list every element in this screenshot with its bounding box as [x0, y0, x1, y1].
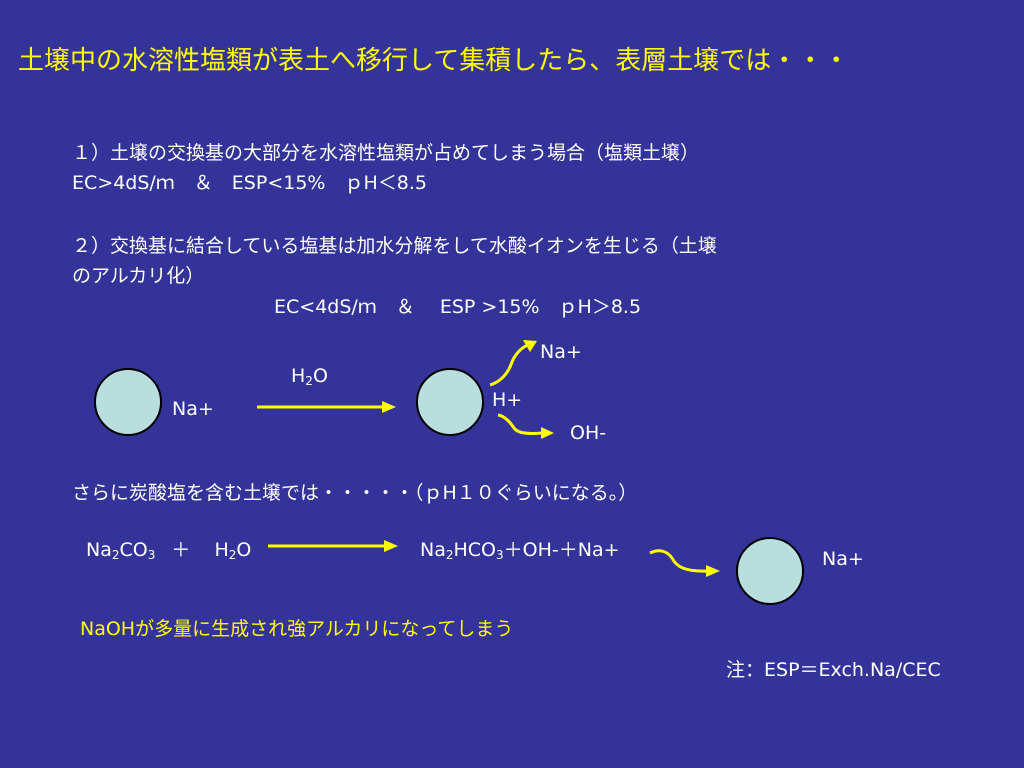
nahco3-na: Na [420, 539, 446, 561]
water-sub: 2 [305, 374, 313, 388]
released-na-label: Na+ [540, 341, 582, 363]
conclusion-text: NaOHが多量に生成され強アルカリになってしまう [80, 618, 514, 640]
left-ion-label: Na+ [172, 398, 214, 420]
hydrolysis-arrow [257, 401, 396, 413]
equation-plus: ＋ [171, 539, 191, 561]
equation-products: Na2HCO3＋OH-＋Na+ [420, 535, 620, 562]
carbonate-reaction-arrow [268, 540, 398, 552]
section1-line1: １）土壌の交換基の大部分を水溶性塩類が占めてしまう場合（塩類土壌） [72, 142, 700, 164]
h2o-sub: 2 [228, 548, 237, 562]
slide-title: 土壌中の水溶性塩類が表土へ移行して集積したら、表層土壌では・・・ [18, 46, 850, 76]
water-o: O [312, 365, 328, 387]
oh-release-arrow [497, 413, 554, 439]
h2o-o: O [236, 539, 252, 561]
section2-line2: のアルカリ化） [72, 265, 205, 287]
na-release-arrow [489, 340, 537, 387]
nahco3-hco: HCO [453, 539, 497, 561]
water-label: H2O [291, 365, 328, 388]
section2-line1: ２）交換基に結合している塩基は加水分解をして水酸イオンを生じる（土壌 [72, 235, 717, 257]
na2co3-sub1: 2 [111, 548, 120, 562]
nahco3-sub1: 2 [445, 548, 454, 562]
na-adsorption-arrow [649, 549, 720, 577]
soil-particle-left [94, 368, 162, 436]
hydrogen-ion-label: H+ [492, 389, 523, 411]
section3-line1: さらに炭酸塩を含む土壌では・・・・・（ｐH１０ぐらいになる。） [72, 482, 638, 504]
hydroxide-label: OH- [570, 422, 607, 444]
soil-particle-right [736, 537, 804, 605]
particle-na-label: Na+ [822, 548, 864, 570]
products-rest: ＋OH-＋Na+ [503, 539, 620, 561]
na2co3-co: CO [119, 539, 148, 561]
soil-particle-middle [416, 368, 484, 436]
nahco3-sub2: 3 [496, 548, 504, 562]
equation-reactants: Na2CO3 ＋ H2O [86, 535, 251, 562]
water-h: H [291, 365, 306, 387]
section2-line3: EC<4dS/ｍ ＆ ESP >15% ｐH＞8.5 [274, 296, 642, 318]
na2co3-sub2: 3 [147, 548, 156, 562]
esp-note: 注：ESP＝Exch.Na/CEC [726, 659, 941, 681]
h2o-h: H [214, 539, 229, 561]
na2co3-na: Na [86, 539, 112, 561]
section1-line2: EC>4dS/ｍ ＆ ESP<15% ｐH＜8.5 [72, 172, 427, 194]
